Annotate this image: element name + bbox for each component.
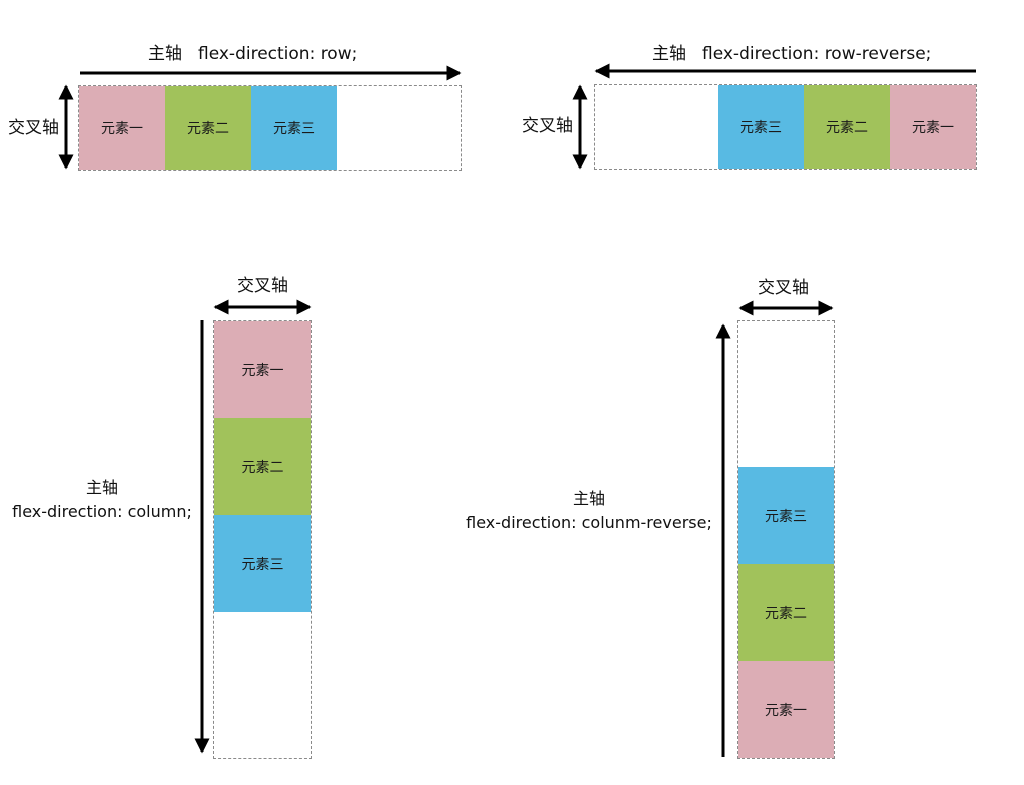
- flex-container-row-reverse: 元素一 元素二 元素三: [594, 84, 977, 170]
- direction-label: flex-direction: colunm-reverse;: [466, 513, 712, 532]
- item-1: 元素一: [214, 321, 311, 418]
- flex-container-column-reverse: 元素一 元素二 元素三: [737, 320, 835, 759]
- direction-label: flex-direction: row-reverse;: [702, 44, 932, 64]
- main-axis-text: 主轴: [572, 489, 605, 508]
- cross-axis-label-row-reverse: 交叉轴: [522, 116, 573, 136]
- item-1: 元素一: [738, 661, 834, 758]
- item-2: 元素二: [165, 86, 251, 170]
- item-2: 元素二: [738, 564, 834, 661]
- direction-label: flex-direction: column;: [12, 502, 192, 521]
- main-axis-label-column-reverse: 主轴 flex-direction: colunm-reverse;: [458, 487, 720, 535]
- item-3: 元素三: [718, 85, 804, 169]
- item-3: 元素三: [251, 86, 337, 170]
- cross-axis-label-row: 交叉轴: [8, 118, 59, 138]
- main-axis-text: 主轴: [652, 44, 686, 64]
- item-3: 元素三: [738, 467, 834, 564]
- item-2: 元素二: [804, 85, 890, 169]
- flex-container-row: 元素一 元素二 元素三: [78, 85, 462, 171]
- main-axis-label-column: 主轴 flex-direction: column;: [8, 476, 196, 524]
- cross-axis-label-column-reverse: 交叉轴: [758, 278, 809, 298]
- main-axis-label-row: 主轴 flex-direction: row;: [148, 44, 357, 64]
- main-axis-label-row-reverse: 主轴 flex-direction: row-reverse;: [652, 44, 931, 64]
- item-2: 元素二: [214, 418, 311, 515]
- main-axis-text: 主轴: [85, 478, 118, 497]
- item-1: 元素一: [890, 85, 976, 169]
- flex-container-column: 元素一 元素二 元素三: [213, 320, 312, 759]
- cross-axis-label-column: 交叉轴: [237, 276, 288, 296]
- item-3: 元素三: [214, 515, 311, 612]
- main-axis-text: 主轴: [148, 44, 182, 64]
- item-1: 元素一: [79, 86, 165, 170]
- direction-label: flex-direction: row;: [198, 44, 358, 64]
